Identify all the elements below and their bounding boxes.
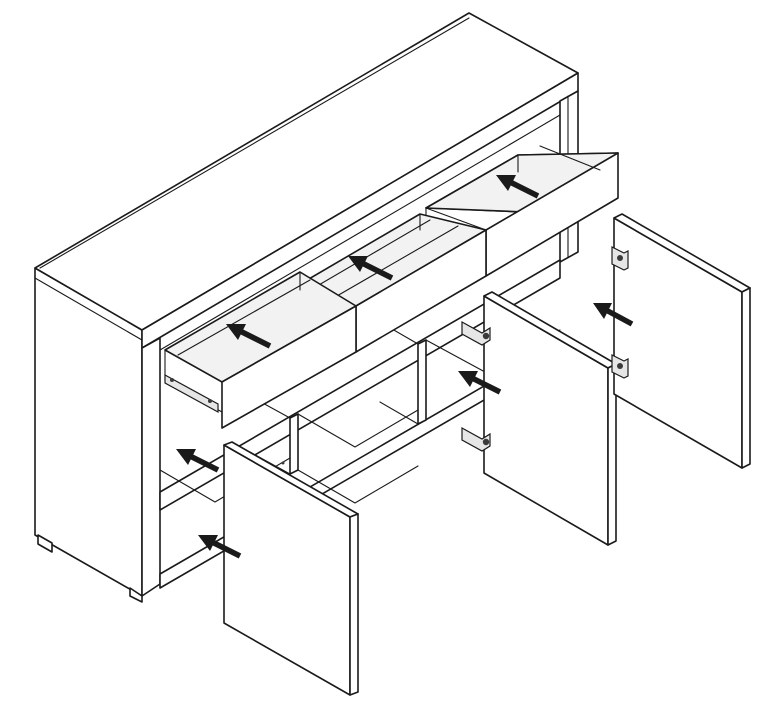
cabinet-feet (37, 534, 143, 603)
drawer-left (164, 271, 357, 429)
insert-direction-arrow (198, 535, 242, 559)
insert-direction-arrow (348, 256, 394, 281)
door-right (613, 213, 751, 469)
drawer-right (425, 145, 619, 277)
cup-hinge-icon (611, 354, 629, 379)
insert-direction-arrow (226, 324, 272, 349)
insert-direction-arrow (593, 303, 634, 327)
insert-direction-arrow (496, 175, 540, 199)
insert-direction-arrow (458, 371, 502, 395)
door-left (223, 441, 359, 696)
bottom-panel (159, 259, 561, 511)
drawer-left-front (221, 305, 357, 429)
left-front-strip (141, 337, 161, 597)
cup-hinge-icon (461, 320, 491, 346)
insert-direction-arrow (176, 449, 220, 473)
cup-hinge-icon (611, 246, 629, 271)
drawer-slide-icon (164, 373, 219, 414)
cup-hinge-icon (461, 426, 491, 452)
door-middle (483, 291, 617, 546)
